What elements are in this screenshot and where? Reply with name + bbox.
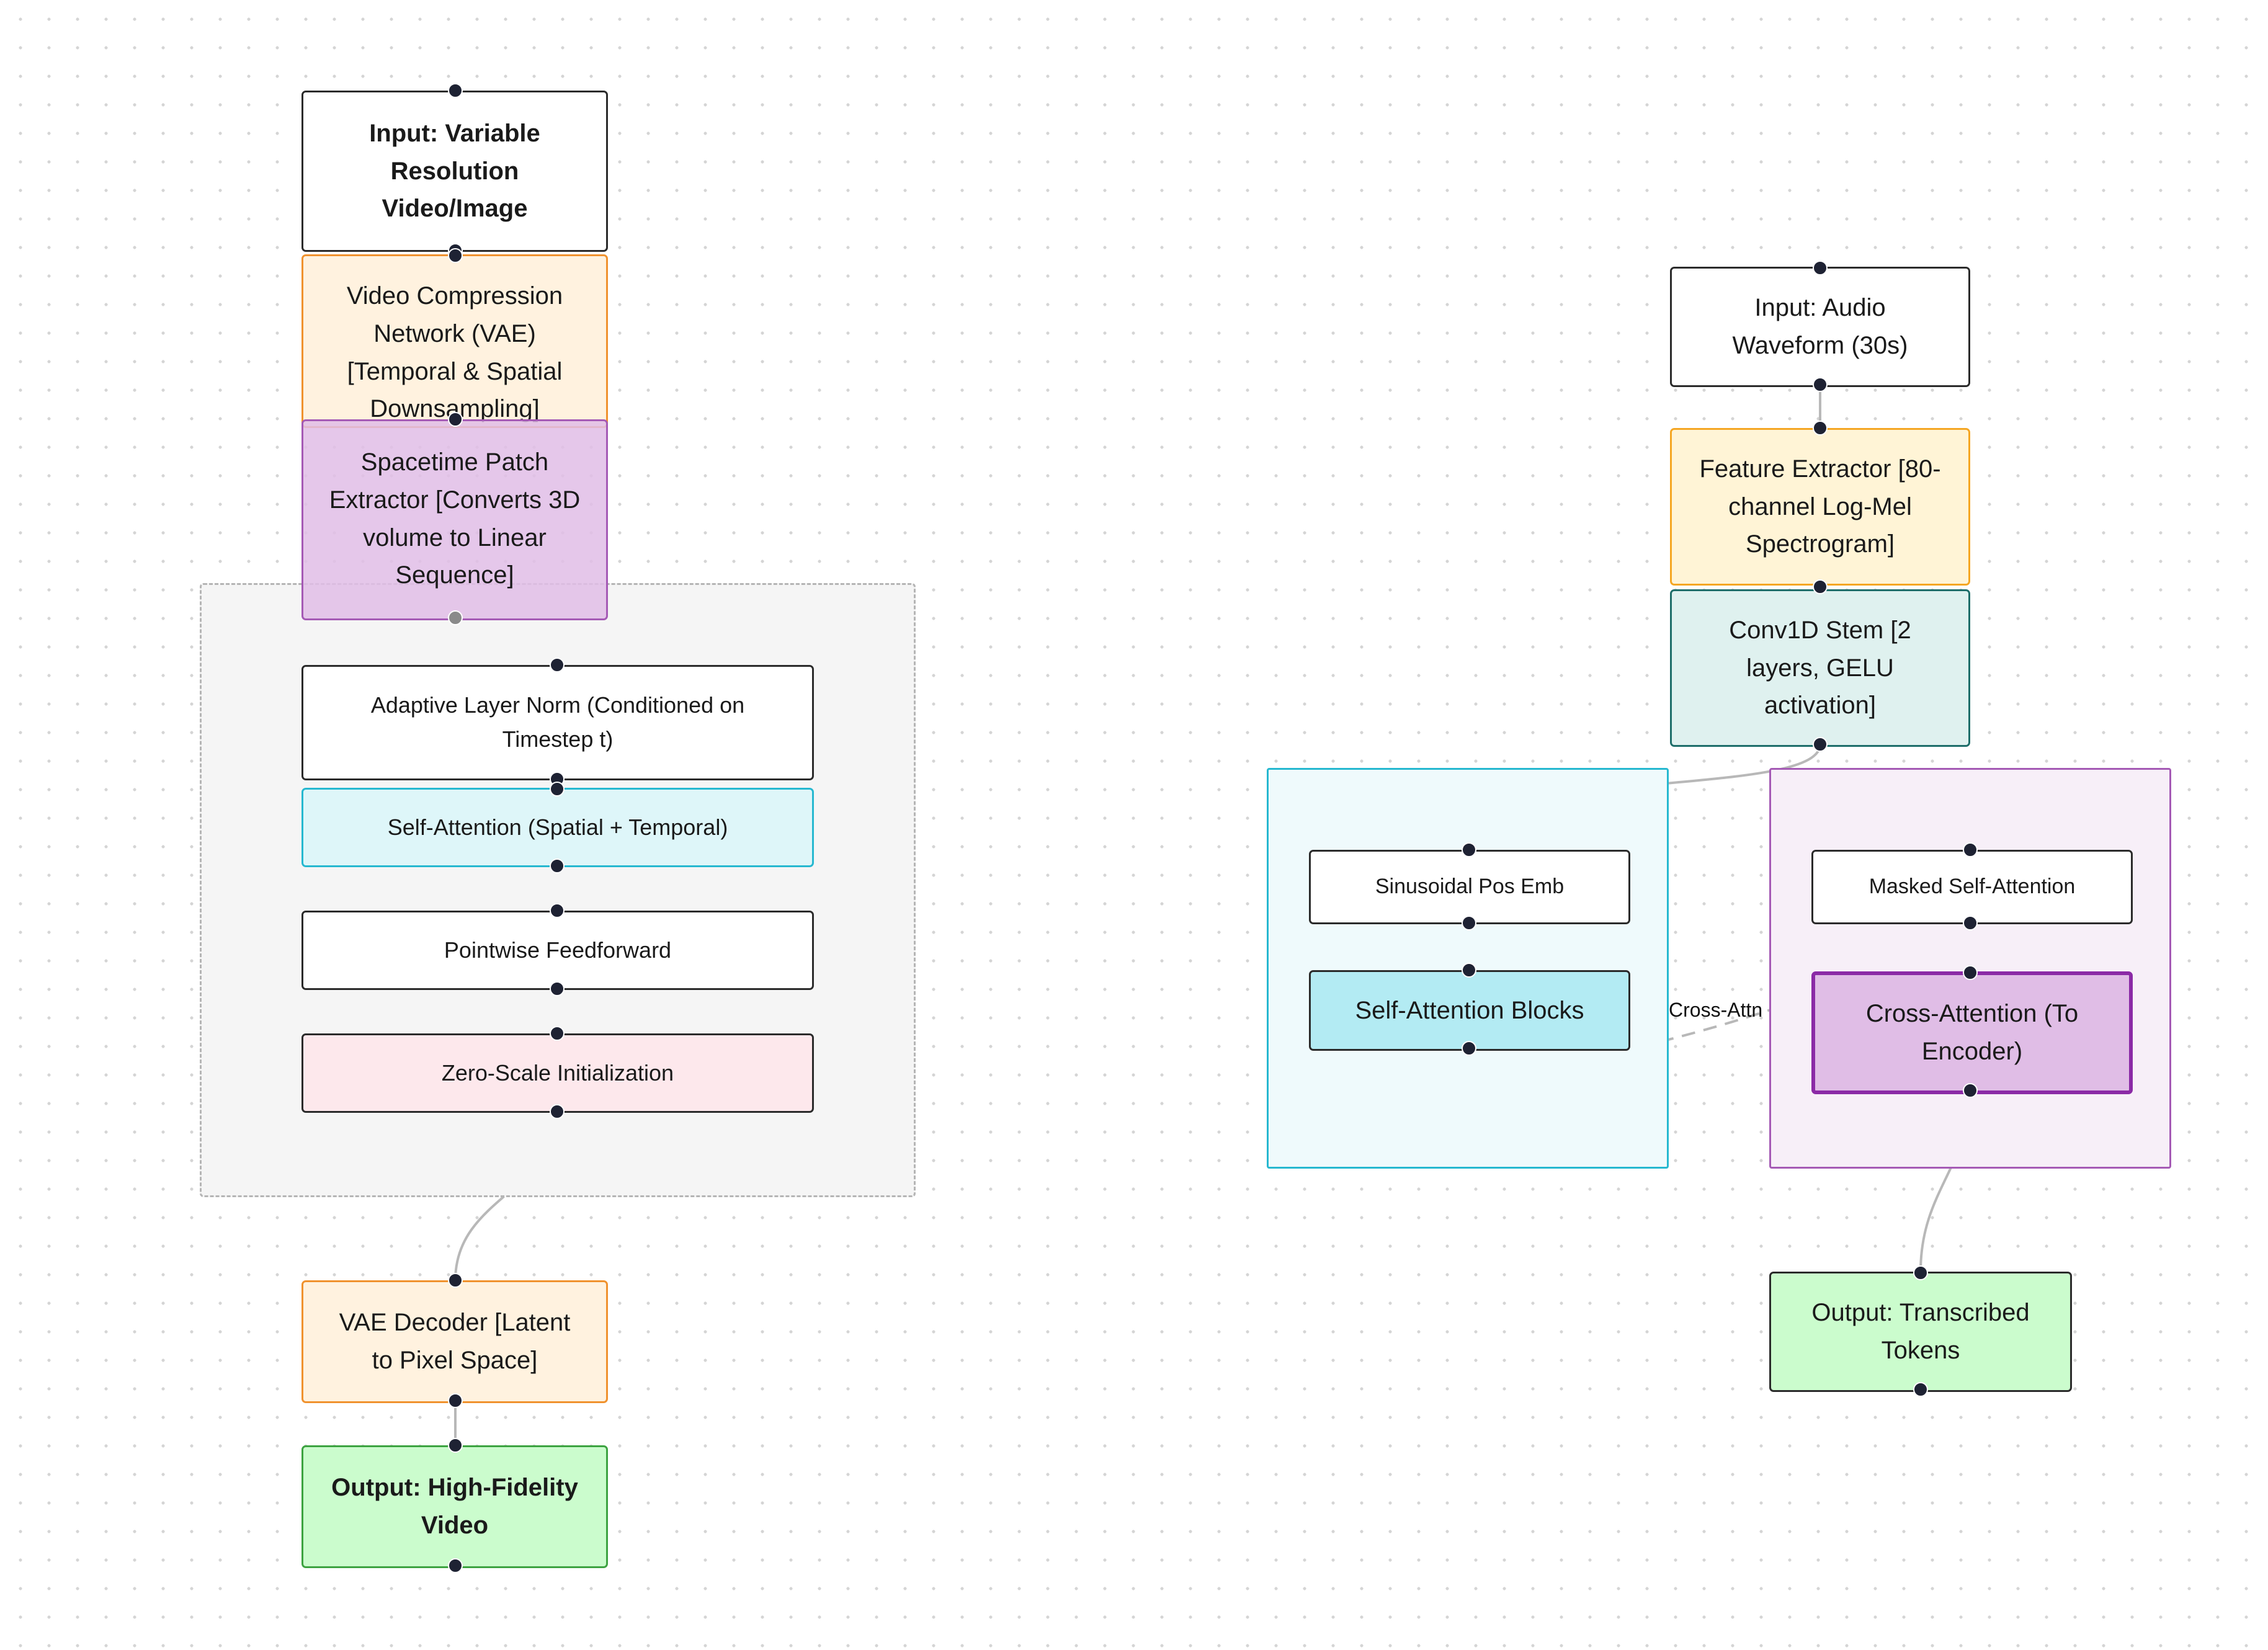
- handle-decoder-bottom[interactable]: [448, 1393, 463, 1408]
- handle-posemb-top[interactable]: [1462, 842, 1476, 857]
- node-zero-scale-init[interactable]: Zero-Scale Initialization: [301, 1033, 814, 1113]
- node-output-tokens[interactable]: Output: Transcribed Tokens: [1769, 1272, 2072, 1392]
- handle-vae-top[interactable]: [448, 248, 463, 263]
- node-pointwise-ffn-label: Pointwise Feedforward: [444, 937, 672, 963]
- handle-cross-top[interactable]: [1963, 965, 1978, 980]
- handle-self-attn-bottom[interactable]: [550, 858, 565, 873]
- node-conv1d-stem[interactable]: Conv1D Stem [2 layers, GELU activation]: [1670, 589, 1970, 747]
- handle-output-tokens-top[interactable]: [1913, 1265, 1928, 1280]
- node-vae-encoder[interactable]: Video Compression Network (VAE) [Tempora…: [301, 254, 608, 428]
- node-output-video-label: Output: High-Fidelity Video: [331, 1474, 578, 1539]
- handle-input-video-top[interactable]: [448, 83, 463, 98]
- node-patch-extractor[interactable]: Spacetime Patch Extractor [Converts 3D v…: [301, 419, 608, 620]
- node-input-audio-label: Input: Audio Waveform (30s): [1732, 294, 1908, 359]
- handle-adaln-top[interactable]: [550, 658, 565, 672]
- handle-features-bottom[interactable]: [1813, 579, 1828, 594]
- node-patch-extractor-label: Spacetime Patch Extractor [Converts 3D v…: [329, 448, 581, 589]
- node-sinusoidal-pos-emb-label: Sinusoidal Pos Emb: [1375, 875, 1565, 899]
- node-feature-extractor[interactable]: Feature Extractor [80-channel Log-Mel Sp…: [1670, 428, 1970, 586]
- node-pointwise-ffn[interactable]: Pointwise Feedforward: [301, 911, 814, 990]
- node-input-video-label: Input: Variable Resolution Video/Image: [369, 119, 540, 223]
- edge-label-cross-attn: Cross-Attn: [1669, 999, 1763, 1021]
- node-vae-decoder[interactable]: VAE Decoder [Latent to Pixel Space]: [301, 1280, 608, 1403]
- handle-patch-bottom[interactable]: [448, 610, 463, 625]
- node-output-tokens-label: Output: Transcribed Tokens: [1811, 1299, 2030, 1364]
- node-input-video[interactable]: Input: Variable Resolution Video/Image: [301, 91, 608, 252]
- handle-ffn-top[interactable]: [550, 903, 565, 918]
- node-vae-decoder-label: VAE Decoder [Latent to Pixel Space]: [339, 1309, 571, 1374]
- node-conv1d-stem-label: Conv1D Stem [2 layers, GELU activation]: [1729, 616, 1911, 720]
- handle-zero-top[interactable]: [550, 1026, 565, 1041]
- edge-cross-attn-dashed: [1468, 947, 1971, 1067]
- handle-posemb-bottom[interactable]: [1462, 916, 1476, 930]
- handle-patch-top[interactable]: [448, 412, 463, 427]
- node-masked-self-attention-label: Masked Self-Attention: [1868, 875, 2076, 899]
- node-feature-extractor-label: Feature Extractor [80-channel Log-Mel Sp…: [1699, 455, 1941, 558]
- node-sinusoidal-pos-emb[interactable]: Sinusoidal Pos Emb: [1309, 850, 1630, 924]
- handle-audio-top[interactable]: [1813, 261, 1828, 275]
- handle-cross-bottom[interactable]: [1963, 1083, 1978, 1098]
- node-cross-attention[interactable]: Cross-Attention (To Encoder): [1811, 971, 2133, 1094]
- handle-masked-bottom[interactable]: [1963, 916, 1978, 930]
- handle-self-attn-top[interactable]: [550, 782, 565, 796]
- handle-output-tokens-bottom[interactable]: [1913, 1382, 1928, 1397]
- node-encoder-self-attention[interactable]: Self-Attention Blocks: [1309, 970, 1630, 1051]
- node-vae-encoder-label: Video Compression Network (VAE) [Tempora…: [346, 282, 563, 423]
- node-self-attention-label: Self-Attention (Spatial + Temporal): [387, 814, 728, 840]
- handle-enc-self-attn-top[interactable]: [1462, 963, 1476, 978]
- handle-ffn-bottom[interactable]: [550, 981, 565, 996]
- handle-output-video-top[interactable]: [448, 1438, 463, 1453]
- handle-audio-bottom[interactable]: [1813, 377, 1828, 392]
- handle-stem-bottom[interactable]: [1813, 737, 1828, 752]
- node-encoder-self-attention-label: Self-Attention Blocks: [1355, 996, 1584, 1024]
- node-masked-self-attention[interactable]: Masked Self-Attention: [1811, 850, 2133, 924]
- handle-features-top[interactable]: [1813, 421, 1828, 435]
- handle-decoder-top[interactable]: [448, 1273, 463, 1288]
- node-output-video[interactable]: Output: High-Fidelity Video: [301, 1445, 608, 1568]
- node-zero-scale-init-label: Zero-Scale Initialization: [441, 1059, 674, 1086]
- node-adaptive-layernorm-label: Adaptive Layer Norm (Conditioned on Time…: [370, 692, 745, 752]
- handle-zero-bottom[interactable]: [550, 1104, 565, 1119]
- node-cross-attention-label: Cross-Attention (To Encoder): [1865, 1000, 2079, 1065]
- node-adaptive-layernorm[interactable]: Adaptive Layer Norm (Conditioned on Time…: [301, 665, 814, 780]
- node-input-audio[interactable]: Input: Audio Waveform (30s): [1670, 267, 1970, 387]
- handle-masked-top[interactable]: [1963, 842, 1978, 857]
- node-self-attention[interactable]: Self-Attention (Spatial + Temporal): [301, 788, 814, 867]
- handle-enc-self-attn-bottom[interactable]: [1462, 1041, 1476, 1056]
- handle-output-video-bottom[interactable]: [448, 1558, 463, 1573]
